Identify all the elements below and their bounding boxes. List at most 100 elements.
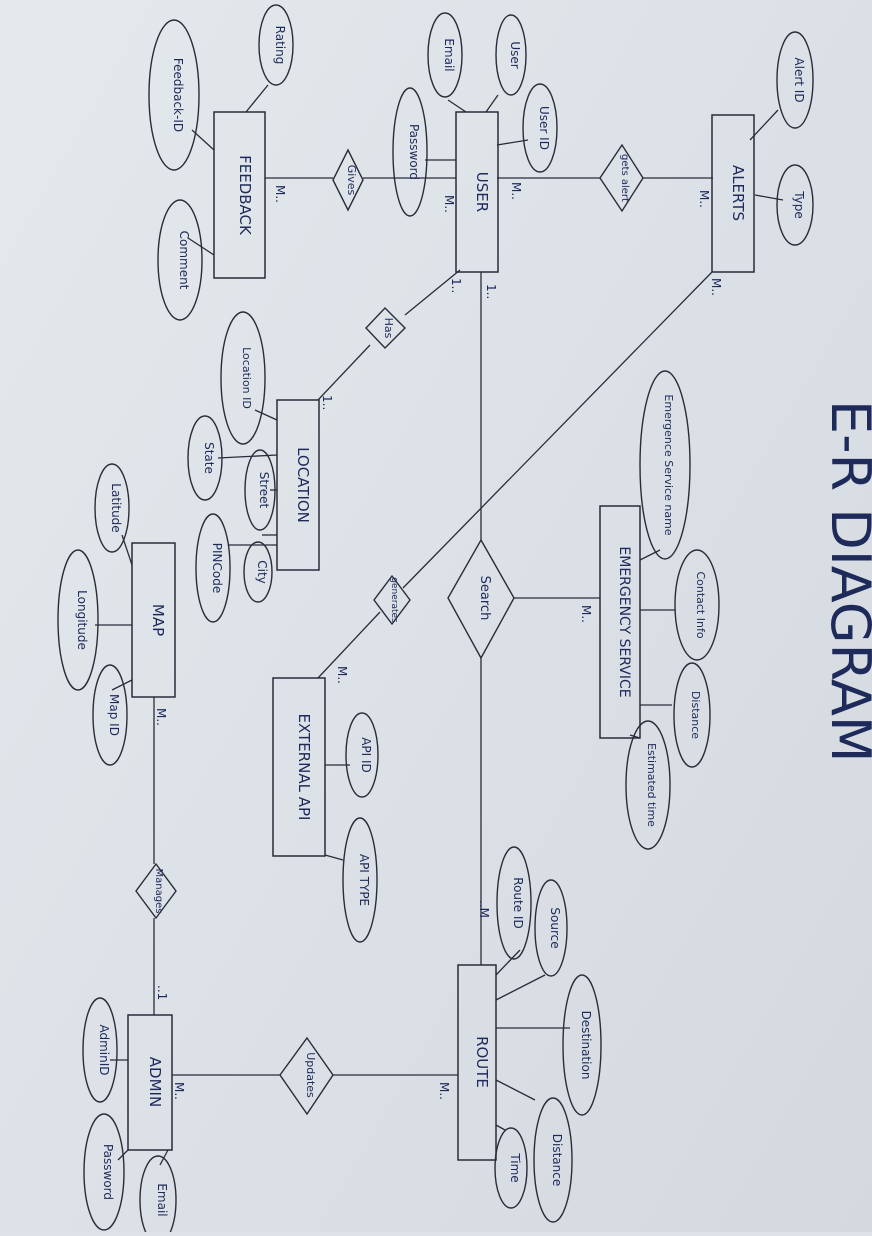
relationship-manages-label: Manages <box>153 869 164 914</box>
attribute-pincode-label: PINCode <box>210 543 224 593</box>
attribute-route-distance-label: Distance <box>550 1134 564 1186</box>
entity-external-api: EXTERNAL API <box>272 677 326 857</box>
entity-route: ROUTE <box>457 964 497 1161</box>
relationship-gives: Gives <box>332 148 364 212</box>
attribute-admin-email-label: Email <box>155 1183 169 1216</box>
attribute-type-label: Type <box>792 190 806 219</box>
attribute-user-label: User <box>508 41 522 68</box>
relationship-gives-label: Gives <box>345 165 358 196</box>
attribute-rating: Rating <box>258 4 294 86</box>
attribute-api-id: API ID <box>345 712 379 798</box>
attribute-destination: Destination <box>562 974 602 1116</box>
attribute-comment-label: Comment <box>177 231 191 290</box>
card-api-alerts: M.. <box>335 666 349 684</box>
attribute-map-id: Map ID <box>92 664 128 766</box>
entity-emergency-label: EMERGENCY SERVICE <box>616 546 632 697</box>
entity-admin-label: ADMIN <box>146 1057 164 1107</box>
attribute-destination-label: Destination <box>579 1011 593 1080</box>
relationship-manages: Manages <box>135 862 177 920</box>
connector-lines <box>95 84 784 1166</box>
attribute-location-id: Location ID <box>220 311 266 445</box>
attribute-api-id-label: API ID <box>359 737 373 773</box>
entity-location: LOCATION <box>276 399 320 571</box>
attribute-service-name: Emergence Service name <box>639 370 691 560</box>
entity-map-label: MAP <box>149 604 167 636</box>
attribute-latitude: Latitude <box>94 463 130 553</box>
attribute-city-label: City <box>255 560 269 584</box>
entity-alerts-label: ALERTS <box>729 165 747 221</box>
attribute-user-id-label: User ID <box>537 106 551 150</box>
card-alerts-api: M.. <box>709 278 723 296</box>
relationship-gets-alert-label: gets alert <box>619 154 630 202</box>
attribute-rating-label: Rating <box>273 26 287 65</box>
attribute-admin-email: Email <box>139 1155 177 1236</box>
entity-user-label: USER <box>473 172 491 212</box>
card-feedback-user: M.. <box>273 185 287 203</box>
card-route-admin: M.. <box>437 1082 451 1100</box>
entity-location-label: LOCATION <box>294 447 312 523</box>
relationship-generates: generates <box>373 574 411 626</box>
relationship-search-label: Search <box>477 576 492 621</box>
attribute-source: Source <box>534 879 568 977</box>
relationship-updates: Updates <box>279 1036 334 1116</box>
card-admin-route: M.. <box>172 1082 186 1100</box>
entity-external-api-label: EXTERNAL API <box>295 714 313 821</box>
cardinality-markers: M.. M.. M.. M.. 1.. 1.. 1.. M.. M.. M.. … <box>154 182 723 1100</box>
attribute-route-distance: Distance <box>533 1097 573 1223</box>
attribute-longitude-label: Longitude <box>75 590 89 650</box>
attribute-admin-password-label: Password <box>101 1144 115 1200</box>
attribute-api-type-label: API TYPE <box>357 854 371 906</box>
attribute-admin-password: Password <box>83 1113 125 1231</box>
card-location-user: 1.. <box>320 395 334 410</box>
attribute-route-id: Route ID <box>496 846 532 960</box>
attribute-street: Street <box>244 449 276 531</box>
relationship-search: Search <box>447 538 515 660</box>
relationship-has: Has <box>365 306 406 350</box>
attribute-route-id-label: Route ID <box>511 877 525 928</box>
attribute-admin-id-label: AdminID <box>97 1024 111 1075</box>
attribute-password-label: Password <box>407 124 421 180</box>
attribute-es-distance: Distance <box>673 662 711 768</box>
card-map-admin: M.. <box>154 708 168 726</box>
card-alerts-user: M.. <box>697 190 711 208</box>
entity-route-label: ROUTE <box>473 1036 491 1088</box>
attribute-type: Type <box>776 164 814 246</box>
entity-feedback-label: FEEDBACK <box>236 155 254 236</box>
card-user-alerts: M.. <box>509 182 523 200</box>
attribute-estimated-time-label: Estimated time <box>645 743 658 827</box>
attribute-contact-info: Contact Info <box>674 549 720 661</box>
card-admin-map: ..1 <box>155 985 169 1000</box>
attribute-password: Password <box>392 87 428 217</box>
entity-map: MAP <box>131 542 176 698</box>
attribute-estimated-time: Estimated time <box>625 720 671 850</box>
attribute-user-id: User ID <box>522 83 558 173</box>
attribute-user: User <box>495 14 527 96</box>
attribute-latitude-label: Latitude <box>109 483 123 532</box>
card-emergency-search: M.. <box>579 605 593 623</box>
card-user-feedback: M.. <box>442 195 456 213</box>
diagram-title: E-R DIAGRAM <box>819 400 872 763</box>
entity-feedback: FEEDBACK <box>213 111 266 279</box>
attribute-email: Email <box>427 12 463 98</box>
attribute-street-label: Street <box>257 472 271 509</box>
attribute-route-time-label: Time <box>508 1152 522 1182</box>
attribute-alert-id-label: Alert ID <box>792 57 806 102</box>
relationship-generates-label: generates <box>389 577 399 623</box>
attribute-feedback-id: Feedback-ID <box>148 19 200 171</box>
attribute-alert-id: Alert ID <box>776 31 814 129</box>
entity-alerts: ALERTS <box>711 114 755 273</box>
attribute-service-name-label: Emergence Service name <box>662 394 675 535</box>
attribute-map-id-label: Map ID <box>107 694 121 736</box>
card-user-route: 1.. <box>484 284 498 299</box>
attribute-api-type: API TYPE <box>342 817 378 943</box>
attribute-location-id-label: Location ID <box>240 347 253 409</box>
card-route-user: ..M <box>477 900 491 918</box>
attribute-admin-id: AdminID <box>82 997 118 1103</box>
card-user-location: 1.. <box>449 278 463 293</box>
attribute-comment: Comment <box>157 199 203 321</box>
relationship-has-label: Has <box>382 318 395 339</box>
attribute-es-distance-label: Distance <box>689 691 702 739</box>
attribute-contact-info-label: Contact Info <box>694 571 707 638</box>
